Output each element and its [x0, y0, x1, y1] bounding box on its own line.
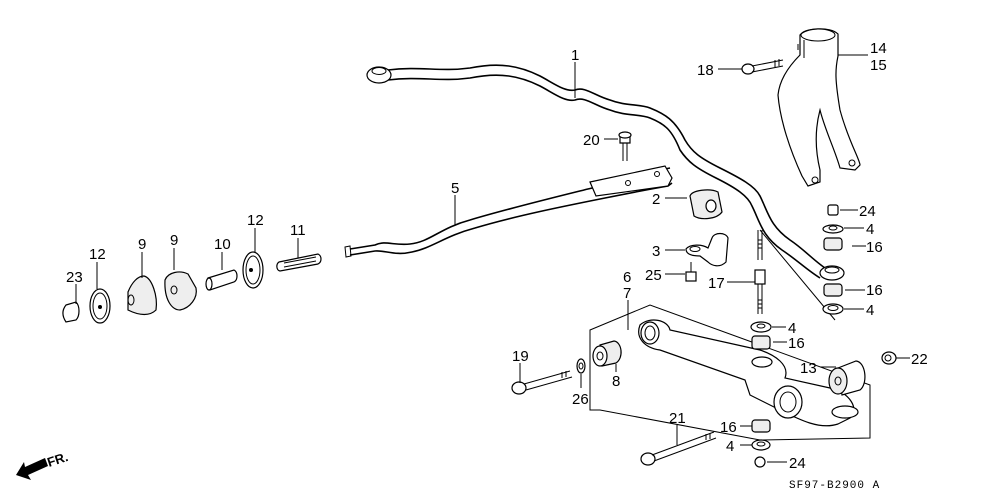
bushing-16-mid	[823, 283, 843, 297]
callout-3[interactable]: 3	[652, 243, 660, 260]
front-direction-indicator: FR.	[16, 449, 70, 480]
bushing-16-arm	[751, 335, 771, 350]
callout-23[interactable]: 23	[66, 269, 83, 286]
callout-9[interactable]: 9	[170, 232, 178, 249]
callout-17[interactable]: 17	[708, 275, 725, 292]
callout-14[interactable]: 14	[870, 40, 887, 57]
flange-bolt-25	[685, 262, 697, 282]
stabilizer-bar[interactable]	[387, 64, 829, 279]
callout-21[interactable]: 21	[669, 410, 686, 427]
callout-7[interactable]: 7	[623, 285, 631, 302]
callout-22[interactable]: 22	[911, 351, 928, 368]
arrow-icon	[16, 458, 48, 480]
callout-18[interactable]: 18	[697, 62, 714, 79]
callout-24[interactable]: 24	[789, 455, 806, 472]
nut-22	[881, 351, 897, 365]
callout-25[interactable]: 25	[645, 267, 662, 284]
callout-5[interactable]: 5	[451, 180, 459, 197]
compliance-bushing-13	[828, 360, 866, 396]
nut-24-top	[827, 204, 839, 216]
callout-2[interactable]: 2	[652, 191, 660, 208]
callout-10[interactable]: 10	[214, 236, 231, 253]
callout-9[interactable]: 9	[138, 236, 146, 253]
callout-4[interactable]: 4	[866, 302, 874, 319]
flange-bolt-19	[511, 370, 573, 395]
lower-arm-outline	[589, 304, 871, 441]
washer-4-mid	[822, 303, 844, 315]
washer-arm	[751, 356, 773, 368]
callout-13[interactable]: 13	[800, 360, 817, 377]
flange-bolt-21	[640, 431, 717, 466]
callout-16[interactable]: 16	[866, 239, 883, 256]
callout-labels: 1 2 3 4 4 4 4 5 6 7 8 9 9 10 11 12 12 13…	[66, 40, 928, 472]
flange-bolt-20	[618, 131, 632, 161]
callout-16[interactable]: 16	[788, 335, 805, 352]
nut-23	[62, 301, 80, 323]
nut-24-bottom	[754, 456, 766, 468]
arm-bushing-8	[592, 340, 622, 367]
callout-16[interactable]: 16	[720, 419, 737, 436]
lower-arm[interactable]	[638, 319, 859, 427]
callout-6[interactable]: 6	[623, 269, 631, 286]
washer-26	[576, 358, 586, 374]
washer-4-top	[822, 224, 844, 234]
stabilizer-link	[754, 230, 766, 314]
callout-11[interactable]: 11	[290, 222, 306, 239]
flange-bolt-18	[741, 59, 784, 75]
assembly-line	[759, 229, 836, 321]
radius-rod[interactable]	[344, 165, 673, 258]
callout-4[interactable]: 4	[788, 320, 796, 337]
callout-4[interactable]: 4	[866, 221, 874, 238]
bushing-16-bottom	[751, 419, 771, 433]
stabilizer-bushing	[689, 189, 723, 220]
callout-19[interactable]: 19	[512, 348, 529, 365]
collar-10	[205, 269, 238, 291]
stabilizer-holder	[685, 232, 729, 267]
stabilizer-end-eye	[366, 66, 392, 84]
callout-12[interactable]: 12	[89, 246, 106, 263]
bushing-16-top	[823, 237, 843, 251]
callout-4[interactable]: 4	[726, 438, 734, 455]
callout-8[interactable]: 8	[612, 373, 620, 390]
callout-1[interactable]: 1	[571, 47, 579, 64]
washer-plate-12-right	[242, 251, 264, 289]
callout-16[interactable]: 16	[866, 282, 883, 299]
washer-4-arm	[750, 321, 772, 333]
fork[interactable]	[777, 28, 861, 187]
radius-rod-bushing-9a	[127, 275, 157, 316]
callout-20[interactable]: 20	[583, 132, 600, 149]
radius-rod-bushing-9b	[164, 271, 197, 311]
rod-sleeve-11	[276, 253, 322, 272]
callout-26[interactable]: 26	[572, 391, 589, 408]
direction-label: FR.	[45, 449, 70, 470]
stabilizer-end-eye-right	[819, 265, 845, 281]
callout-12[interactable]: 12	[247, 212, 264, 229]
callout-24[interactable]: 24	[859, 203, 876, 220]
washer-4-bottom	[751, 439, 771, 451]
washer-plate-12-left	[89, 288, 111, 324]
callout-15[interactable]: 15	[870, 57, 887, 74]
leader-lines	[75, 54, 910, 463]
diagram-code: SF97-B2900 A	[789, 480, 880, 492]
